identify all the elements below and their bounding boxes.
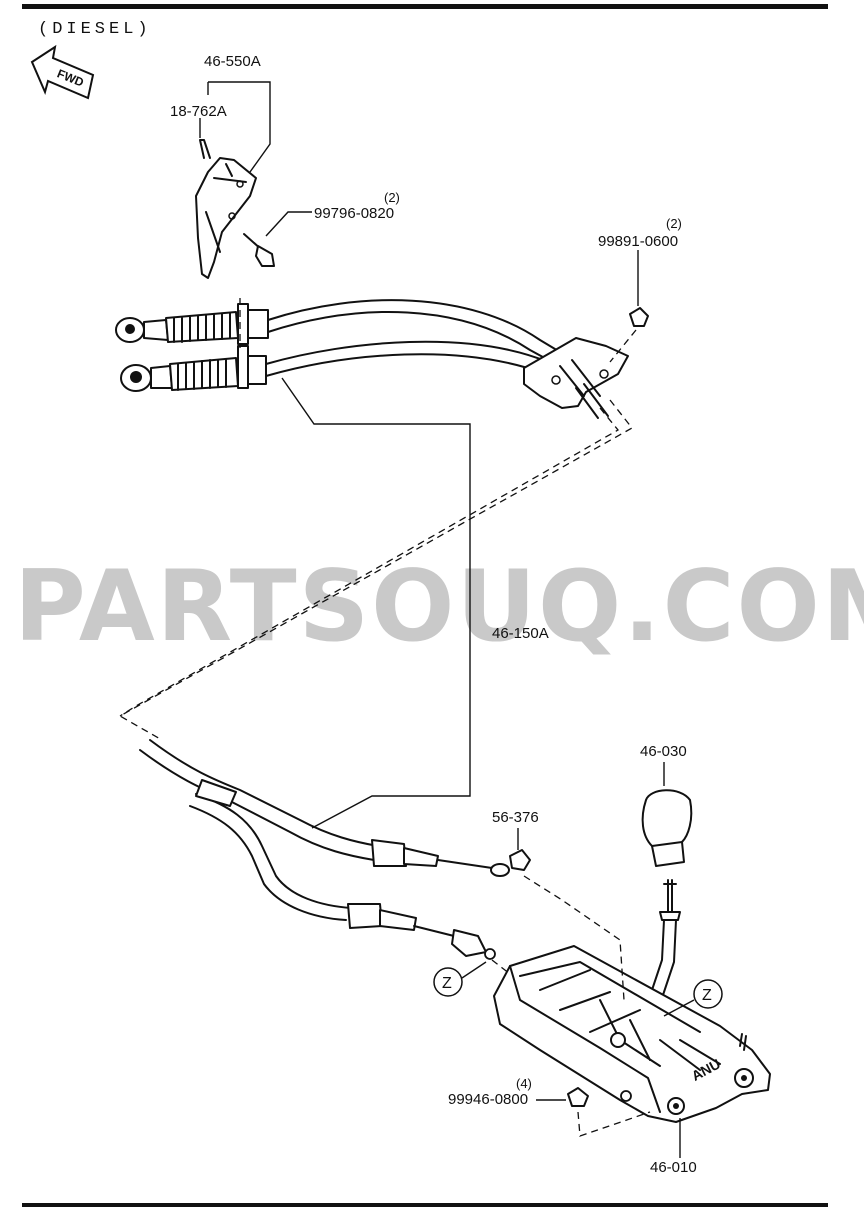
nut-56-376: [509, 849, 531, 871]
bracket-assembly: [195, 157, 257, 279]
label-56-376: 56-376: [492, 809, 539, 826]
nut-upper: [629, 307, 649, 327]
diagram-title: (DIESEL): [38, 20, 152, 39]
bolt: [243, 233, 275, 267]
nut-99946-0800: [567, 1087, 589, 1107]
shifter-base: ANU: [493, 945, 771, 1123]
leader-99796-0820: [265, 211, 312, 237]
watermark: PARTSOUQ.COM: [14, 550, 864, 664]
label-99796-0820: 99796-0820: [314, 205, 394, 222]
fwd-arrow-icon: FWD: [30, 44, 95, 100]
qty-99796-0820: (2): [384, 190, 400, 205]
label-46-550A: 46-550A: [204, 53, 261, 70]
label-99946-0800: 99946-0800: [448, 1091, 528, 1108]
qty-99891-0600: (2): [666, 216, 682, 231]
cable-bracket: [523, 337, 629, 419]
label-46-150A: 46-150A: [492, 625, 549, 642]
cable-end-upper-1: [115, 303, 269, 345]
cable-end-upper-2: [120, 345, 267, 392]
leader-46-550A: [207, 81, 271, 173]
qty-99946-0800: (4): [516, 1076, 532, 1091]
label-18-762A: 18-762A: [170, 103, 227, 120]
top-rule: [22, 4, 828, 9]
label-46-030: 46-030: [640, 743, 687, 760]
label-46-010: 46-010: [650, 1159, 697, 1176]
label-99891-0600: 99891-0600: [598, 233, 678, 250]
svg-text:Z: Z: [442, 975, 452, 992]
bottom-rule: [22, 1203, 828, 1207]
detail-marker-z-left: Z: [433, 961, 487, 997]
detail-marker-z-right: Z: [663, 979, 723, 1017]
leader-46-150A: [281, 377, 471, 829]
retaining-clip: [199, 139, 211, 159]
shift-knob: [641, 789, 693, 867]
svg-text:Z: Z: [702, 987, 712, 1004]
